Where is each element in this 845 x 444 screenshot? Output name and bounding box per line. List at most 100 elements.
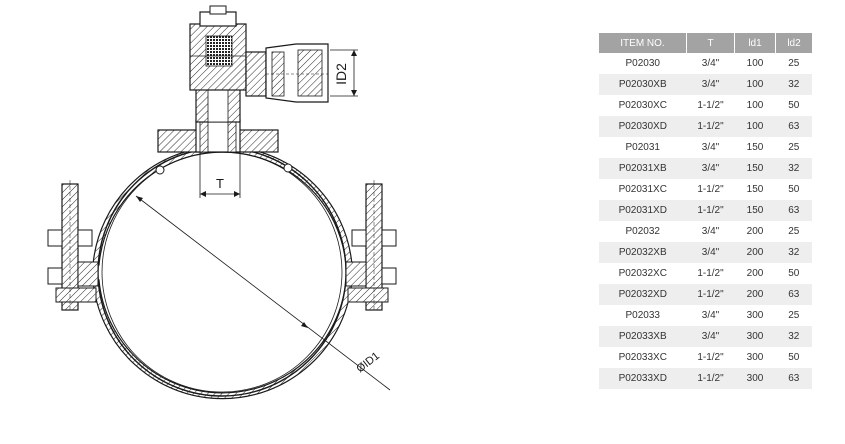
saddle-top-block: [157, 119, 279, 153]
label-d1: ØID1: [354, 350, 382, 375]
table-cell: 3/4": [701, 310, 720, 321]
header-ld2: ld2: [775, 33, 812, 53]
label-d2: ID2: [333, 63, 349, 85]
dimension-d1: [135, 195, 391, 391]
table-cell: P02032XD: [599, 284, 687, 305]
table-cell: 50: [788, 100, 800, 111]
table-cell: 32: [775, 242, 812, 263]
table-cell: 1-1/2": [697, 268, 724, 279]
table-row: P02032 3/4" 200 25: [599, 221, 812, 242]
table-cell: P02033: [625, 310, 660, 321]
dimension-t: [199, 152, 241, 198]
table-row: P02030XC 1-1/2" 100 50: [599, 95, 812, 116]
table-cell: 1-1/2": [686, 368, 735, 389]
table-cell: 150: [746, 184, 764, 195]
table-cell: 32: [775, 74, 812, 95]
table-row: P02033XC 1-1/2" 300 50: [599, 347, 812, 368]
table-cell: 32: [775, 326, 812, 347]
table-cell: 200: [734, 284, 776, 305]
table-cell: P02031XB: [599, 158, 687, 179]
table-cell: 1-1/2": [697, 100, 724, 111]
table-cell: 150: [734, 158, 776, 179]
table-cell: 25: [788, 58, 800, 69]
table-cell: P02031XC: [618, 184, 667, 195]
table-cell: 300: [734, 368, 776, 389]
header-t: T: [686, 33, 735, 53]
table-cell: 100: [734, 116, 776, 137]
table-cell: 300: [746, 310, 764, 321]
table-cell: P02033XD: [599, 368, 687, 389]
table-cell: 63: [775, 368, 812, 389]
pipe-saddle-drawing: ID2 T ØID1: [47, 5, 397, 400]
table-cell: 200: [746, 268, 764, 279]
table-cell: P02032: [625, 226, 660, 237]
table-cell: 3/4": [701, 58, 720, 69]
table-cell: 63: [775, 284, 812, 305]
table-cell: 300: [734, 326, 776, 347]
table-row: P02031 3/4" 150 25: [599, 137, 812, 158]
table-cell: 63: [775, 116, 812, 137]
table-cell: 100: [746, 58, 764, 69]
table-cell: P02030: [625, 58, 660, 69]
shell-lugs: [77, 163, 367, 287]
table-cell: P02030XD: [599, 116, 687, 137]
table-cell: 50: [788, 352, 800, 363]
header-ld1: ld1: [734, 33, 776, 53]
table-cell: P02032XB: [599, 242, 687, 263]
table-row: P02033 3/4" 300 25: [599, 305, 812, 326]
table-cell: 1-1/2": [686, 116, 735, 137]
header-item-no: ITEM NO.: [599, 33, 687, 53]
table-cell: 32: [775, 158, 812, 179]
label-t: T: [216, 176, 224, 191]
table-cell: 3/4": [686, 326, 735, 347]
table-row: P02030 3/4" 100 25: [599, 53, 812, 74]
table-cell: 3/4": [701, 226, 720, 237]
valve-body: [189, 5, 247, 123]
table-cell: 300: [746, 352, 764, 363]
table-cell: 3/4": [701, 142, 720, 153]
table-cell: 63: [775, 200, 812, 221]
table-cell: 3/4": [686, 74, 735, 95]
table-cell: 150: [734, 200, 776, 221]
table-cell: 25: [788, 310, 800, 321]
table-cell: 100: [734, 74, 776, 95]
table-cell: P02032XC: [618, 268, 667, 279]
table-cell: 200: [746, 226, 764, 237]
branch-fitting: [245, 43, 329, 103]
table-cell: 3/4": [686, 158, 735, 179]
table-cell: P02033XB: [599, 326, 687, 347]
table-cell: 25: [788, 226, 800, 237]
flange-right: [347, 180, 397, 312]
table-row: P02031XC 1-1/2" 150 50: [599, 179, 812, 200]
table-cell: 100: [746, 100, 764, 111]
table-header-row: ITEM NO. T ld1 ld2: [599, 33, 812, 53]
table-cell: P02030XB: [599, 74, 687, 95]
table-cell: 200: [734, 242, 776, 263]
table-cell: 1-1/2": [697, 352, 724, 363]
table-cell: P02031: [625, 142, 660, 153]
table-cell: 50: [788, 184, 800, 195]
flange-left: [47, 180, 97, 312]
table-cell: 3/4": [686, 242, 735, 263]
table-cell: 1-1/2": [686, 284, 735, 305]
table-cell: 150: [746, 142, 764, 153]
table-cell: 1-1/2": [686, 200, 735, 221]
table-row: P02032XC 1-1/2" 200 50: [599, 263, 812, 284]
table-cell: P02031XD: [599, 200, 687, 221]
table-cell: 25: [788, 142, 800, 153]
table-cell: P02030XC: [618, 100, 667, 111]
table-cell: 50: [788, 268, 800, 279]
table-cell: 1-1/2": [697, 184, 724, 195]
table-cell: P02033XC: [618, 352, 667, 363]
dimension-d2: [330, 49, 358, 97]
